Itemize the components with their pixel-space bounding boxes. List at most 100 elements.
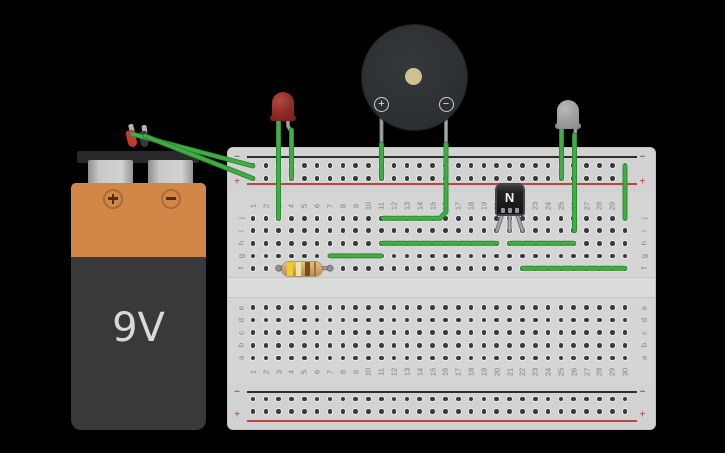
breadboard-hole[interactable] [430,266,435,271]
breadboard-hole[interactable] [481,253,487,259]
breadboard-hole[interactable] [507,266,512,271]
breadboard-hole[interactable] [379,330,384,335]
breadboard-hole[interactable] [532,330,538,335]
breadboard-hole[interactable] [340,216,346,221]
breadboard-hole[interactable] [276,396,281,402]
breadboard-hole[interactable] [468,305,474,310]
breadboard-hole[interactable] [263,396,269,402]
breadboard-hole[interactable] [609,305,615,310]
breadboard-hole[interactable] [455,266,461,271]
breadboard-hole[interactable] [289,409,294,414]
breadboard-hole[interactable] [327,343,333,348]
breadboard-hole[interactable] [250,409,256,414]
breadboard-hole[interactable] [468,330,474,335]
breadboard-hole[interactable] [353,330,358,335]
breadboard-hole[interactable] [366,409,371,414]
breadboard-hole[interactable] [430,330,435,335]
breadboard-hole[interactable] [327,355,333,361]
breadboard-hole[interactable] [622,396,628,402]
breadboard-hole[interactable] [584,355,589,361]
breadboard-hole[interactable] [443,253,448,259]
breadboard-hole[interactable] [558,396,564,402]
breadboard-hole[interactable] [379,343,384,348]
breadboard-hole[interactable] [314,163,320,168]
breadboard-hole[interactable] [571,317,577,323]
breadboard-hole[interactable] [379,317,384,323]
breadboard-hole[interactable] [391,228,397,233]
breadboard-hole[interactable] [353,409,358,414]
breadboard-hole[interactable] [366,163,371,168]
breadboard-hole[interactable] [545,343,551,348]
breadboard-hole[interactable] [571,396,577,402]
breadboard-hole[interactable] [276,343,281,348]
breadboard-hole[interactable] [379,409,384,414]
breadboard-hole[interactable] [430,163,435,168]
breadboard-hole[interactable] [584,305,589,310]
breadboard-hole[interactable] [391,163,397,168]
breadboard-hole[interactable] [276,305,281,310]
breadboard-hole[interactable] [443,343,448,348]
breadboard-hole[interactable] [314,241,320,246]
breadboard-hole[interactable] [584,228,589,233]
breadboard-hole[interactable] [404,317,410,323]
breadboard-hole[interactable] [430,396,435,402]
breadboard-hole[interactable] [468,409,474,414]
breadboard-hole[interactable] [545,216,551,221]
breadboard-hole[interactable] [289,330,294,335]
breadboard-hole[interactable] [302,176,307,181]
breadboard-hole[interactable] [558,317,564,323]
breadboard-hole[interactable] [558,253,564,259]
breadboard-hole[interactable] [314,343,320,348]
breadboard-hole[interactable] [481,163,487,168]
breadboard-hole[interactable] [622,253,628,259]
breadboard-hole[interactable] [404,253,410,259]
breadboard-hole[interactable] [494,253,500,259]
breadboard-hole[interactable] [404,330,410,335]
battery-body[interactable] [71,183,206,430]
breadboard-hole[interactable] [558,343,564,348]
breadboard-hole[interactable] [340,305,346,310]
breadboard-hole[interactable] [481,216,487,221]
breadboard-hole[interactable] [263,409,269,414]
breadboard-hole[interactable] [455,305,461,310]
breadboard-hole[interactable] [622,409,628,414]
breadboard-hole[interactable] [366,241,371,246]
breadboard-hole[interactable] [507,163,512,168]
breadboard-hole[interactable] [622,241,628,246]
breadboard-hole[interactable] [494,396,500,402]
breadboard-hole[interactable] [443,330,448,335]
breadboard-hole[interactable] [289,241,294,246]
breadboard-hole[interactable] [597,163,602,168]
breadboard-hole[interactable] [609,396,615,402]
breadboard-hole[interactable] [532,355,538,361]
breadboard-hole[interactable] [327,228,333,233]
breadboard-hole[interactable] [545,396,551,402]
breadboard-hole[interactable] [430,343,435,348]
breadboard-hole[interactable] [417,409,423,414]
breadboard-hole[interactable] [391,355,397,361]
breadboard-hole[interactable] [366,176,371,181]
breadboard-hole[interactable] [250,228,256,233]
breadboard-hole[interactable] [340,317,346,323]
breadboard-hole[interactable] [545,253,551,259]
breadboard-hole[interactable] [584,396,589,402]
breadboard-hole[interactable] [494,409,500,414]
breadboard-hole[interactable] [327,305,333,310]
breadboard-hole[interactable] [481,343,487,348]
breadboard-hole[interactable] [443,228,448,233]
breadboard-hole[interactable] [520,355,525,361]
breadboard-hole[interactable] [263,241,269,246]
breadboard-hole[interactable] [455,253,461,259]
breadboard-hole[interactable] [609,330,615,335]
breadboard-hole[interactable] [302,253,307,259]
breadboard-hole[interactable] [532,343,538,348]
breadboard-hole[interactable] [340,241,346,246]
breadboard-hole[interactable] [366,228,371,233]
breadboard-hole[interactable] [250,266,256,271]
breadboard-hole[interactable] [494,163,500,168]
breadboard-hole[interactable] [353,163,358,168]
gray-led-dome[interactable] [557,100,579,128]
breadboard-hole[interactable] [314,396,320,402]
breadboard-hole[interactable] [545,163,551,168]
breadboard-hole[interactable] [250,216,256,221]
